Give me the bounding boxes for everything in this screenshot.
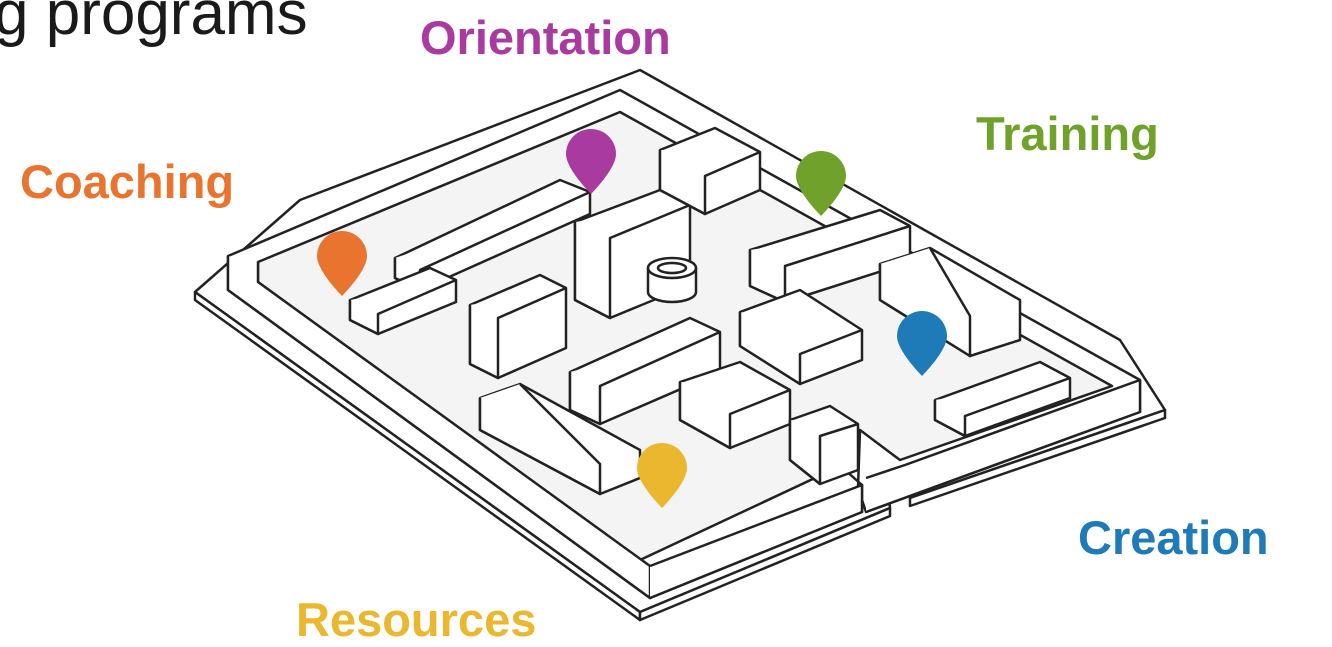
map-pin-icon <box>566 129 616 194</box>
map-pin-icon <box>637 443 687 508</box>
maze-well <box>646 256 698 304</box>
label-resources: Resources <box>296 593 537 646</box>
label-orientation: Orientation <box>420 11 671 64</box>
label-coaching: Coaching <box>20 155 235 208</box>
label-creation: Creation <box>1078 511 1269 564</box>
slide-title-fragment: g programs <box>0 0 308 48</box>
map-pin-icon <box>897 311 947 376</box>
label-training: Training <box>976 107 1159 160</box>
map-pin-icon <box>796 151 846 216</box>
map-pin-icon <box>317 231 367 296</box>
maze-inner-walls <box>348 126 1072 496</box>
